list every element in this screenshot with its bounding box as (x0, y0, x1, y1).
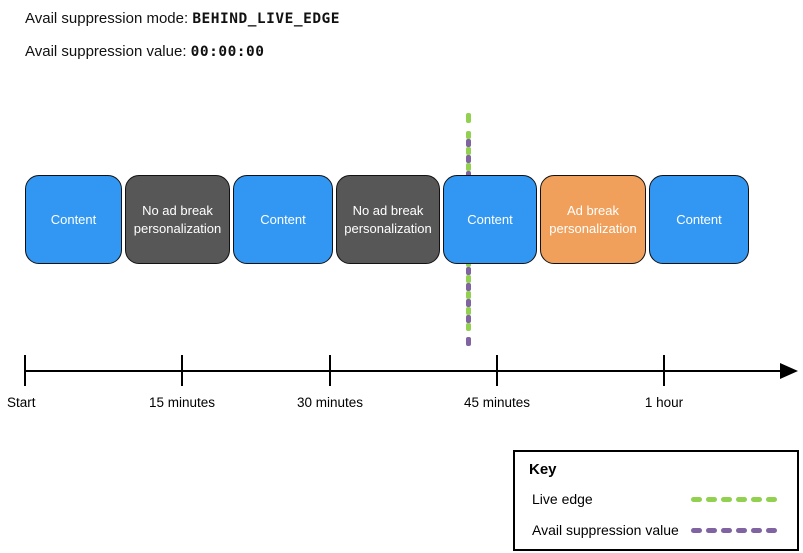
legend-dash (751, 527, 762, 533)
avail-suppression-value-line: Avail suppression value: 00:00:00 (25, 43, 265, 60)
legend-dash-sample (691, 527, 777, 533)
axis-tick-label: 45 minutes (463, 395, 531, 410)
segment-label: Content (676, 211, 722, 227)
segment-personalization: Ad break personalization (540, 175, 646, 264)
marker-dash (466, 155, 471, 163)
axis-tick-label: 15 minutes (148, 395, 216, 410)
marker-dash (466, 147, 471, 155)
axis-tick-label: Start (7, 395, 36, 410)
value-value: 00:00:00 (190, 44, 265, 60)
marker-dash (466, 307, 471, 315)
axis-tick-label: 1 hour (644, 395, 684, 410)
legend-dash (721, 527, 732, 533)
marker-dash (466, 113, 471, 123)
legend-dash (751, 496, 762, 502)
axis-tick (496, 355, 498, 386)
legend-label: Live edge (532, 491, 593, 507)
segment-content: Content (443, 175, 537, 264)
marker-dash (466, 291, 471, 299)
marker-dash (466, 323, 471, 331)
legend-row: Live edge (529, 487, 777, 511)
avail-suppression-mode-line: Avail suppression mode: BEHIND_LIVE_EDGE (25, 10, 340, 27)
segment-no-personalization: No ad break personalization (125, 175, 230, 264)
legend-dash (706, 496, 717, 502)
axis-tick (181, 355, 183, 386)
marker-gap (466, 123, 471, 131)
legend-dash (706, 527, 717, 533)
legend-dash (766, 496, 777, 502)
segment-content: Content (649, 175, 749, 264)
marker-dash (466, 337, 471, 346)
axis-arrowhead-icon (780, 363, 798, 379)
segment-label: No ad break personalization (344, 202, 432, 236)
marker-dash (466, 283, 471, 291)
marker-dash (466, 131, 471, 139)
mode-label: Avail suppression mode: (25, 10, 189, 27)
segment-label: Ad break personalization (549, 202, 637, 236)
segment-label: No ad break personalization (133, 202, 222, 236)
axis-tick (24, 355, 26, 386)
mode-value: BEHIND_LIVE_EDGE (192, 11, 341, 27)
legend-row: Avail suppression value (529, 518, 777, 542)
marker-dash (466, 299, 471, 307)
legend-dash (736, 496, 747, 502)
segment-no-personalization: No ad break personalization (336, 175, 440, 264)
marker-dash (466, 163, 471, 171)
legend-dash (721, 496, 732, 502)
marker-dash (466, 315, 471, 323)
timeline-axis (25, 370, 782, 372)
segment-content: Content (233, 175, 333, 264)
axis-tick (663, 355, 665, 386)
legend-dash (691, 496, 702, 502)
marker-dash (466, 275, 471, 283)
marker-dash (466, 139, 471, 147)
axis-tick-label: 30 minutes (296, 395, 364, 410)
segment-content: Content (25, 175, 122, 264)
segment-label: Content (260, 211, 306, 227)
timeline-segments: Content No ad break personalization Conten… (25, 175, 749, 264)
legend-title: Key (529, 461, 557, 478)
legend-label: Avail suppression value (532, 522, 679, 538)
segment-label: Content (467, 211, 513, 227)
legend-dash (766, 527, 777, 533)
legend-dash-sample (691, 496, 777, 502)
axis-tick (329, 355, 331, 386)
legend-dash (691, 527, 702, 533)
legend-dash (736, 527, 747, 533)
segment-label: Content (50, 211, 97, 227)
value-label: Avail suppression value: (25, 43, 187, 60)
marker-dash (466, 267, 471, 275)
